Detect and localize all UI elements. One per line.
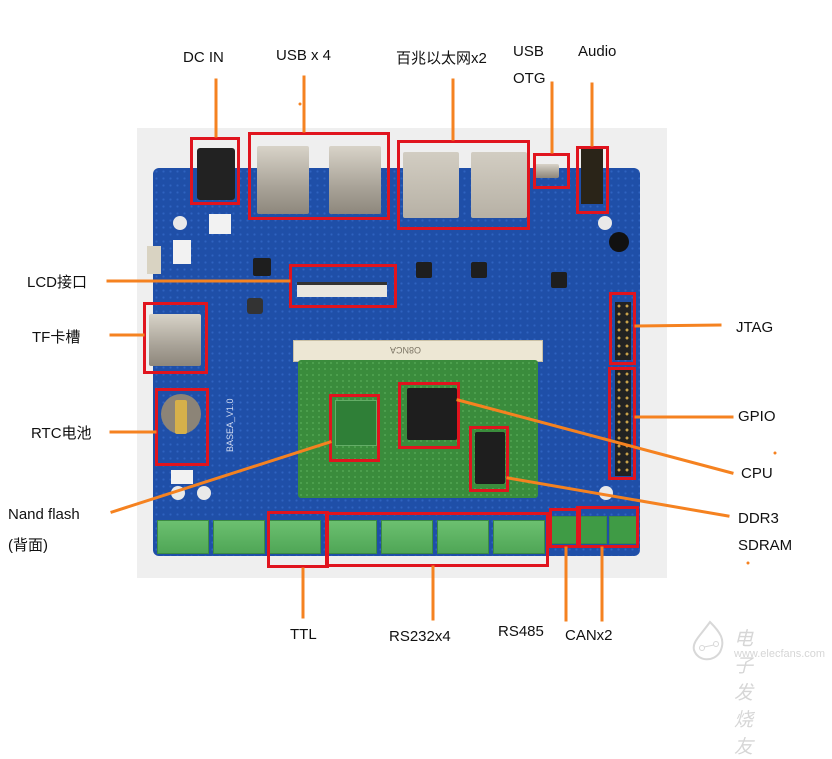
highlight-dc-in [190, 137, 240, 205]
highlight-ttl [267, 511, 329, 568]
label-ddr3: DDR3 [738, 510, 779, 527]
power-connector [209, 214, 231, 234]
label-rs485: RS485 [498, 623, 544, 640]
highlight-rs232 [325, 512, 549, 567]
watermark-logo-icon [692, 620, 724, 661]
sodimm-socket: O8NCA [293, 340, 543, 362]
stray-dot [298, 102, 302, 106]
switch [147, 246, 161, 274]
highlight-usb-otg [533, 153, 570, 189]
label-usb-otg-1: USB [513, 43, 544, 60]
ic-chip [253, 258, 271, 276]
highlight-ddr3 [469, 426, 509, 492]
mount-hole [171, 486, 185, 500]
label-rs232: RS232x4 [389, 628, 451, 645]
label-lcd: LCD接口 [27, 274, 88, 291]
highlight-audio [576, 146, 609, 214]
jtag-header [615, 302, 631, 360]
lcd-fpc-connector [297, 282, 387, 297]
nand-flash-footprint [335, 400, 377, 446]
board-name-marking: BASEA_V1.0 [225, 398, 235, 452]
mount-hole [598, 216, 612, 230]
label-nand-2: (背面) [8, 537, 48, 554]
stray-dot [773, 451, 777, 455]
highlight-ethernet [397, 140, 530, 230]
ethernet-port-1 [403, 152, 459, 218]
terminal-block-con8 [157, 520, 209, 554]
tf-card-slot [149, 314, 201, 366]
highlight-nand [329, 394, 380, 462]
carrier-board: O8NCA BASEA_V1.0 [147, 146, 640, 556]
inductor [247, 298, 263, 314]
battery-connector [171, 470, 193, 484]
stray-dot [746, 561, 750, 565]
audio-jack [581, 146, 603, 204]
mount-hole [599, 486, 613, 500]
terminal-block-ttl [269, 520, 321, 554]
label-tf: TF卡槽 [32, 329, 81, 346]
microphone [609, 232, 629, 252]
terminal-block-rs232-1 [325, 520, 377, 554]
terminal-block-can1 [609, 516, 637, 544]
highlight-usb [248, 132, 390, 220]
socket-marking: O8NCA [390, 345, 422, 355]
highlight-rtc [155, 388, 209, 466]
label-sdram: SDRAM [738, 537, 793, 554]
terminal-block-rs232-2 [381, 520, 433, 554]
highlight-gpio [608, 367, 636, 480]
watermark-url: www.elecfans.com [734, 648, 826, 660]
rtc-battery-holder [161, 394, 201, 434]
usb-port-2 [329, 146, 381, 214]
label-nand-1: Nand flash [8, 506, 80, 523]
usb-otg-port [535, 164, 559, 178]
label-cpu: CPU [741, 465, 773, 482]
terminal-block-con1 [213, 520, 265, 554]
highlight-lcd [289, 264, 397, 308]
ic-chip [416, 262, 432, 278]
highlight-jtag [609, 292, 636, 365]
dc-jack [197, 148, 235, 200]
ic-chip [551, 272, 567, 288]
label-ethernet: 百兆以太网x2 [396, 50, 487, 67]
label-dc-in: DC IN [183, 49, 224, 66]
label-gpio: GPIO [738, 408, 776, 425]
label-rtc: RTC电池 [31, 425, 92, 442]
label-can: CANx2 [565, 627, 613, 644]
label-jtag: JTAG [736, 319, 774, 336]
mount-hole [197, 486, 211, 500]
usb-port-1 [257, 146, 309, 214]
highlight-cpu [398, 382, 460, 449]
terminal-block-rs232-3 [437, 520, 489, 554]
cpu-chip [407, 388, 457, 440]
ethernet-port-2 [471, 152, 527, 218]
label-usb-otg-2: OTG [513, 70, 546, 87]
label-audio: Audio [578, 43, 617, 60]
watermark-title: 电子发烧友 [734, 629, 755, 758]
terminal-block-rs232-4 [493, 520, 545, 554]
label-usb: USB x 4 [276, 47, 332, 64]
label-ttl: TTL [290, 626, 317, 643]
ic-chip [471, 262, 487, 278]
white-connector [173, 240, 191, 264]
mount-hole [173, 216, 187, 230]
highlight-can [576, 506, 639, 548]
highlight-tf [143, 302, 208, 374]
